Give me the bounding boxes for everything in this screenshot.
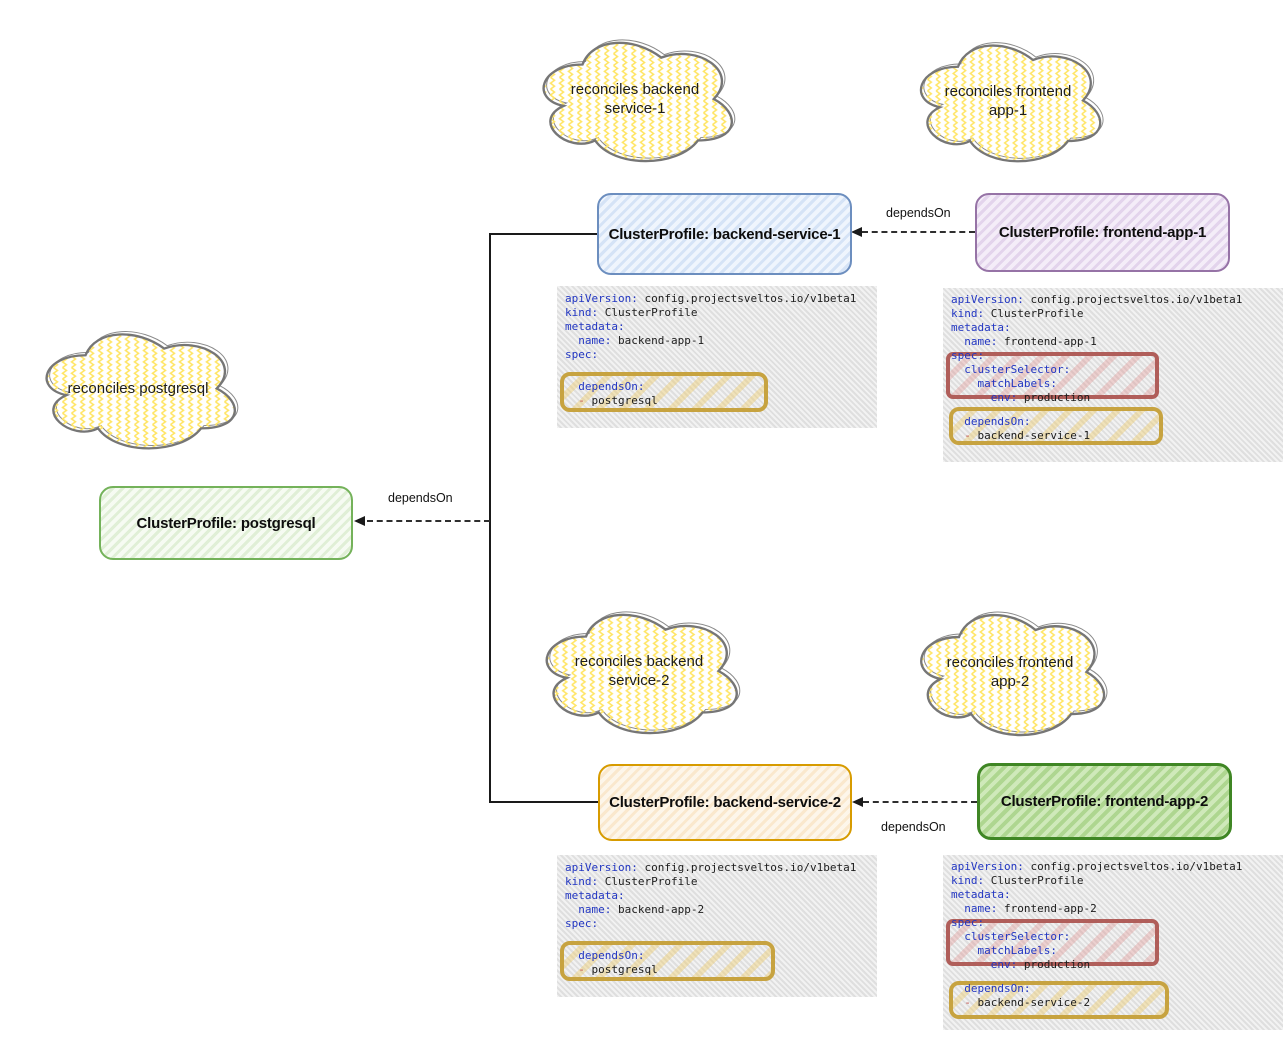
cloud-shape <box>920 42 1104 163</box>
arrowhead-frontend2-to-backend2 <box>852 797 863 807</box>
yaml-panel-backend-app-1: apiVersion: config.projectsveltos.io/v1b… <box>557 286 877 428</box>
dependson-highlight <box>560 372 768 412</box>
yaml-code: apiVersion: config.projectsveltos.io/v1b… <box>951 293 1243 442</box>
dependson-highlight <box>949 981 1169 1019</box>
dependson-highlight <box>560 941 775 981</box>
yaml-panel-backend-app-2: apiVersion: config.projectsveltos.io/v1b… <box>557 855 877 997</box>
dependson-highlight <box>949 407 1163 445</box>
dependson-label-frontend1: dependsOn <box>886 206 951 220</box>
node-clusterprofile-postgresql: ClusterProfile: postgresql <box>99 486 353 560</box>
cloud-shape <box>920 611 1108 737</box>
dependson-arrow-to-postgresql <box>367 520 490 522</box>
connector-bracket-bottom <box>489 801 600 803</box>
dependson-label-frontend2: dependsOn <box>881 820 946 834</box>
clusterselector-highlight <box>946 919 1159 966</box>
cloud-shape <box>545 611 741 735</box>
yaml-code: apiVersion: config.projectsveltos.io/v1b… <box>951 860 1243 1009</box>
cloud-shape <box>542 39 736 163</box>
arrowhead-to-postgresql <box>354 516 365 526</box>
node-clusterprofile-frontend-app-2: ClusterProfile: frontend-app-2 <box>977 763 1232 840</box>
connector-bracket-vertical <box>489 233 491 803</box>
dependson-label-postgresql: dependsOn <box>388 491 453 505</box>
node-label: ClusterProfile: frontend-app-2 <box>1000 793 1209 810</box>
node-label: ClusterProfile: backend-service-2 <box>609 794 841 811</box>
dependson-arrow-frontend1-to-backend1 <box>862 231 975 233</box>
node-label: ClusterProfile: backend-service-1 <box>608 225 841 243</box>
clusterselector-highlight <box>946 352 1159 399</box>
arrowhead-frontend1-to-backend1 <box>851 227 862 237</box>
connector-bracket-top <box>489 233 597 235</box>
dependson-arrow-frontend2-to-backend2 <box>863 801 977 803</box>
yaml-code: apiVersion: config.projectsveltos.io/v1b… <box>565 861 857 976</box>
cloud-reconciles-postgresql: reconciles postgresql <box>33 322 243 455</box>
cloud-shape <box>45 331 239 450</box>
yaml-code: apiVersion: config.projectsveltos.io/v1b… <box>565 292 857 407</box>
node-clusterprofile-frontend-app-1: ClusterProfile: frontend-app-1 <box>975 193 1230 272</box>
node-clusterprofile-backend-service-1: ClusterProfile: backend-service-1 <box>597 193 852 275</box>
node-clusterprofile-backend-service-2: ClusterProfile: backend-service-2 <box>598 764 852 841</box>
cloud-label: reconciles postgresql <box>67 380 209 397</box>
yaml-panel-frontend-app-1: apiVersion: config.projectsveltos.io/v1b… <box>943 288 1283 462</box>
node-label: ClusterProfile: postgresql <box>136 514 316 532</box>
node-label: ClusterProfile: frontend-app-1 <box>998 224 1207 241</box>
yaml-panel-frontend-app-2: apiVersion: config.projectsveltos.io/v1b… <box>943 855 1283 1030</box>
